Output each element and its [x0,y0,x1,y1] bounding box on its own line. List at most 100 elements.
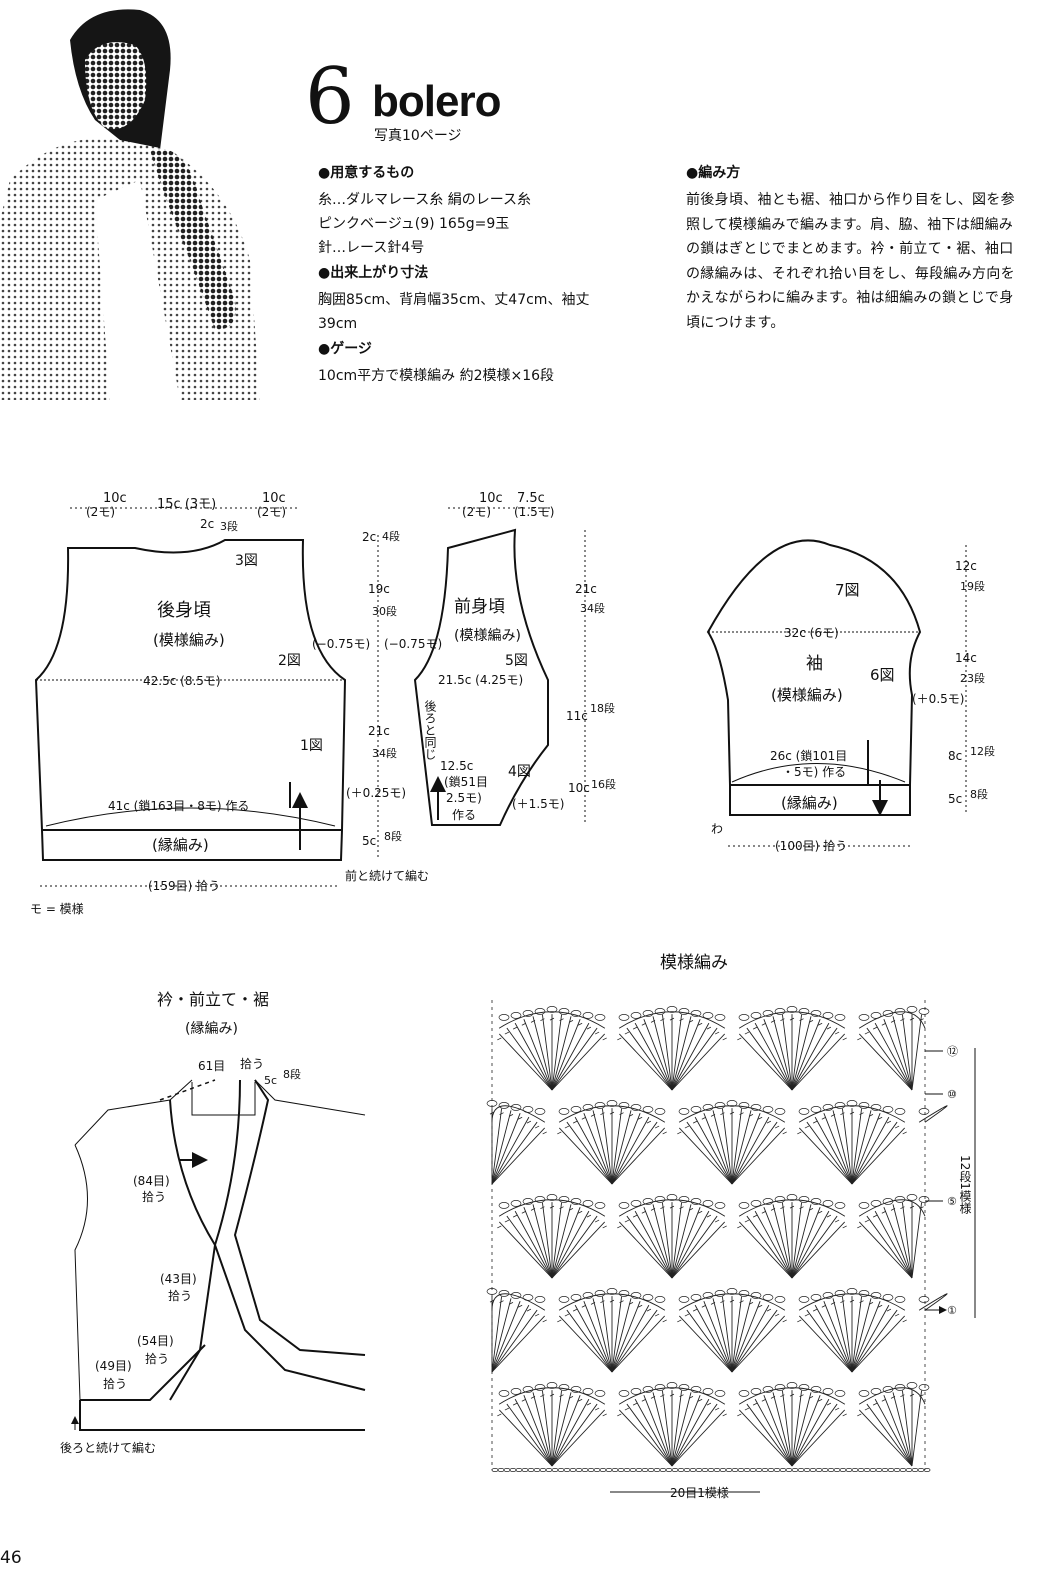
row-mark: ⑩ [947,1088,957,1101]
back-width: 42.5c (8.5モ) [143,674,221,688]
collar-subtitle: (縁編み) [185,1021,238,1037]
back-pickup: (159目) 拾う [148,878,220,893]
front-increase: (＋1.5モ) [512,797,564,811]
back-fig2: 2図 [278,653,301,669]
front-dim-total: 21c [575,582,597,596]
back-subtitle: (模様編み) [153,631,225,649]
photo-reference: 写真10ページ [374,128,462,144]
front-make: 作る [452,808,476,822]
front-dim-low: 10c [568,781,590,795]
size-line: 39cm [318,316,358,332]
row-mark: ⑤ [947,1195,957,1208]
collar-p43-pickup: 拾う [168,1288,192,1303]
sleeve-increase: (＋0.5モ) [912,692,964,706]
back-continue: 前と続けて編む [345,868,429,883]
front-body-diagram [413,528,549,826]
sleeve-dim3: 8c [948,749,962,763]
dim-side-rows: 34段 [372,746,397,760]
pattern-title: 模様編み [660,953,728,973]
front-same: 後ろと同じ [423,700,437,760]
back-fig3: 3図 [235,553,258,569]
front-fig5: 5図 [505,653,528,669]
sleeve-wa: わ [711,822,723,836]
method-text: 前後身頃、袖とも裾、袖口から作り目をし、図を参照して模様編みで編みます。肩、脇、… [686,192,1015,331]
materials-line: ピンクベージュ(9) 165g=9玉 [318,216,510,232]
collar-top: 61目 [198,1059,225,1073]
sleeve-dim1: 12c [955,559,977,573]
front-title: 前身頃 [454,597,505,617]
gauge-heading: ●ゲージ [318,341,372,357]
sleeve-title: 袖 [806,654,823,674]
pattern-rows-label: 12段1模様 [958,1155,972,1214]
sleeve-border: (縁編み) [781,794,838,812]
collar-p54: (54目) [137,1334,174,1348]
front-chain-w: 12.5c [440,759,473,773]
sleeve-pickup: (100目) 拾う [775,838,847,853]
back-body-diagram [34,539,347,861]
model-photo [0,0,268,400]
info-column-right: ●編み方 前後身頃、袖とも裾、袖口から作り目をし、図を参照して模様編みで編みます… [686,160,1016,335]
back-increase: (＋0.25モ) [346,786,406,800]
materials-line: 糸…ダルマレース糸 絹のレース糸 [318,192,532,208]
back-decrease: (−0.75モ) [312,637,370,651]
pattern-number: 6 [305,52,355,142]
row-mark: ① [947,1304,957,1317]
back-neck: 2c [200,517,214,531]
size-line: 胸囲85cm、背肩幅35cm、丈47cm、袖丈 [318,292,590,308]
front-chain: (鎖51目 [444,774,488,789]
collar-p54-pickup: 拾う [145,1351,169,1366]
row-mark: ⑫ [947,1045,958,1058]
dim-side: 21c [368,724,390,738]
sleeve-width: 32c (6モ) [784,626,839,640]
sleeve-dim2-rows: 23段 [960,671,985,685]
sleeve-dim4-rows: 8段 [970,787,988,801]
collar-diagram [71,1079,366,1431]
back-top-right-sub: (2モ) [257,505,286,519]
page-number: 46 [0,1548,22,1568]
sleeve-diagram [706,539,922,815]
sleeve-subtitle: (模様編み) [771,686,843,704]
materials-line: 針…レース針4号 [318,240,425,256]
back-title: 後身頃 [157,600,211,621]
back-top-right: 10c [262,491,286,506]
front-subtitle: (模様編み) [454,628,521,644]
front-top-left-sub: (2モ) [462,505,491,519]
method-heading: ●編み方 [686,165,741,181]
size-heading: ●出来上がり寸法 [318,265,429,281]
sleeve-fig6: 6図 [870,666,895,684]
front-decrease: (−0.75モ) [384,637,442,651]
sleeve-dim4: 5c [948,792,962,806]
front-fig4: 4図 [508,764,531,780]
front-top-right-sub: (1.5モ) [514,505,554,519]
collar-p84: (84目) [133,1174,170,1188]
front-dim-low-rows: 16段 [591,777,616,791]
dim-top: 2c [362,530,376,544]
sleeve-dim3-rows: 12段 [970,744,995,758]
front-top-left: 10c [479,491,503,506]
back-border: (縁編み) [152,836,209,854]
sleeve-dim1-rows: 19段 [960,579,985,593]
front-dim-mid: 11c [566,709,588,723]
front-chain2: 2.5モ) [446,791,482,805]
collar-p84-pickup: 拾う [142,1189,166,1204]
crochet-chart [486,1000,948,1473]
sleeve-chain2: ・5モ) 作る [782,765,846,779]
sleeve-dim2: 14c [955,651,977,665]
back-top-left: 10c [103,491,127,506]
pattern-diagrams: 10c (2モ) 15c (3モ) 10c (2モ) 2c 3段 3図 後身頃 … [30,491,995,1500]
collar-continue: 後ろと続けて編む [60,1440,156,1455]
collar-height: 5c [264,1074,277,1087]
back-top-mid: 15c (3モ) [157,497,216,512]
collar-p49-pickup: 拾う [103,1376,127,1391]
dim-top-rows: 4段 [382,529,400,543]
dim-armhole-rows: 30段 [372,604,397,618]
back-fig1: 1図 [300,738,323,754]
info-column-left: ●用意するもの 糸…ダルマレース糸 絹のレース糸 ピンクベージュ(9) 165g… [318,160,648,388]
sleeve-fig7: 7図 [835,581,860,599]
collar-top-suffix: 拾う [240,1056,264,1071]
materials-heading: ●用意するもの [318,165,415,181]
collar-height-rows: 8段 [283,1067,301,1081]
back-top-left-sub: (2モ) [86,505,115,519]
front-width: 21.5c (4.25モ) [438,673,523,687]
collar-p49: (49目) [95,1359,132,1373]
